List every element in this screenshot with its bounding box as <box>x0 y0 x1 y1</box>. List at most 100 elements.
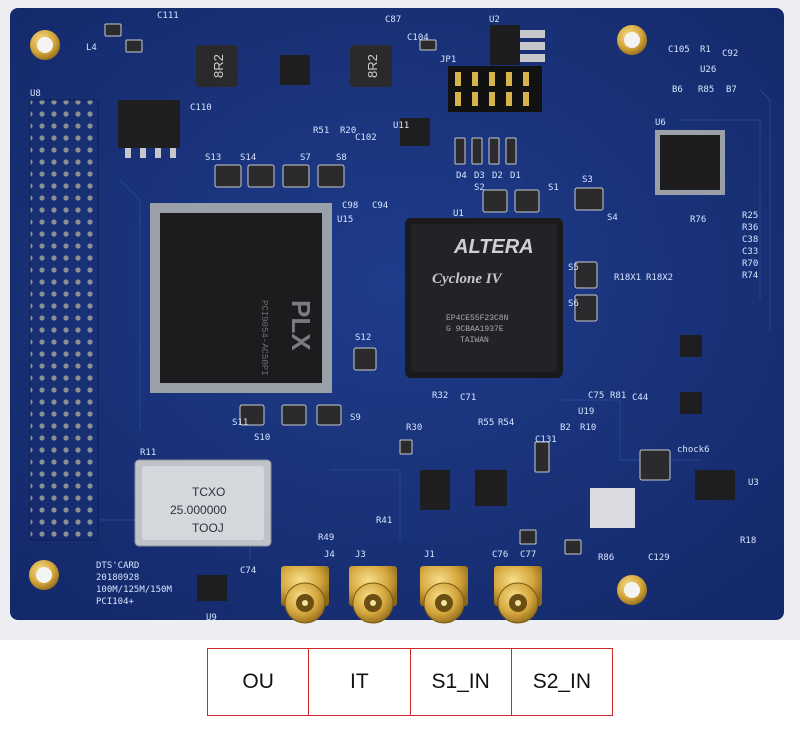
pcb-board <box>10 8 784 620</box>
mounting-hole <box>617 25 647 55</box>
svg-text:S9: S9 <box>350 413 361 423</box>
fpga-line3: TAIWAN <box>460 336 489 345</box>
svg-text:U9: U9 <box>206 613 217 623</box>
svg-text:U11: U11 <box>393 121 409 131</box>
svg-text:U3: U3 <box>748 478 759 488</box>
svg-text:DTS'CARD: DTS'CARD <box>96 561 139 571</box>
svg-text:S14: S14 <box>240 153 256 163</box>
qfn-chip <box>680 392 702 414</box>
voltage-regulator <box>490 25 545 65</box>
fpga-line2: G 9CBAA1937E <box>446 325 504 334</box>
svg-text:U1: U1 <box>453 209 464 219</box>
svg-text:R18X1: R18X1 <box>614 273 641 283</box>
label-it: IT <box>309 649 411 715</box>
u8-pin-header <box>29 99 99 541</box>
svg-text:S2: S2 <box>474 183 485 193</box>
svg-text:D1: D1 <box>510 171 521 181</box>
svg-text:C77: C77 <box>520 550 536 560</box>
svg-text:D4: D4 <box>456 171 467 181</box>
svg-text:25.000000: 25.000000 <box>170 503 227 517</box>
svg-text:L4: L4 <box>86 43 97 53</box>
svg-text:B6: B6 <box>672 85 683 95</box>
svg-text:R74: R74 <box>742 271 758 281</box>
svg-text:R10: R10 <box>580 423 596 433</box>
svg-text:R18: R18 <box>740 536 756 546</box>
svg-text:PCI104+: PCI104+ <box>96 597 135 607</box>
svg-text:C75: C75 <box>588 391 604 401</box>
soic-chip <box>197 575 227 601</box>
svg-text:R51: R51 <box>313 126 329 136</box>
svg-text:chock6: chock6 <box>677 445 710 455</box>
svg-text:R81: R81 <box>610 391 626 401</box>
svg-text:U2: U2 <box>489 15 500 25</box>
svg-text:B2: B2 <box>560 423 571 433</box>
sma-connector-s1-in <box>420 566 468 624</box>
label-s1-in: S1_IN <box>411 649 512 715</box>
svg-text:R54: R54 <box>498 418 514 428</box>
svg-text:JP1: JP1 <box>440 55 456 65</box>
svg-text:C129: C129 <box>648 553 670 563</box>
svg-text:U19: U19 <box>578 407 594 417</box>
svg-text:C94: C94 <box>372 201 388 211</box>
card-info-silkscreen: DTS'CARD 20180928 100M/125M/150M PCI104+ <box>96 561 172 607</box>
svg-text:C110: C110 <box>190 103 212 113</box>
svg-text:S11: S11 <box>232 418 248 428</box>
svg-text:C105: C105 <box>668 45 690 55</box>
svg-text:PCI9054-AC50PI: PCI9054-AC50PI <box>259 300 269 376</box>
mounting-hole <box>30 30 60 60</box>
soic-chip <box>280 55 310 85</box>
silkscreen-labels: C111 C87 C104 C102 C110 U2 JP1 U6 C105 R… <box>86 11 759 623</box>
svg-text:S10: S10 <box>254 433 270 443</box>
svg-text:100M/125M/150M: 100M/125M/150M <box>96 585 172 595</box>
fpga-part: EP4CE55F23C8N <box>446 314 509 323</box>
svg-text:C76: C76 <box>492 550 508 560</box>
svg-text:R30: R30 <box>406 423 422 433</box>
svg-text:R85: R85 <box>698 85 714 95</box>
svg-text:B7: B7 <box>726 85 737 95</box>
fpga-brand: ALTERA <box>453 236 534 258</box>
svg-text:R49: R49 <box>318 533 334 543</box>
svg-text:C92: C92 <box>722 49 738 59</box>
svg-text:C111: C111 <box>157 11 179 21</box>
svg-text:C71: C71 <box>460 393 476 403</box>
svg-text:S6: S6 <box>568 299 579 309</box>
svg-text:D2: D2 <box>492 171 503 181</box>
dip8-chip <box>118 100 180 158</box>
svg-text:S3: S3 <box>582 175 593 185</box>
svg-text:U6: U6 <box>655 118 666 128</box>
svg-text:C38: C38 <box>742 235 758 245</box>
svg-text:C131: C131 <box>535 435 557 445</box>
fpga-family: Cyclone IV <box>432 271 504 287</box>
svg-text:TCXO: TCXO <box>192 485 225 499</box>
svg-text:R86: R86 <box>598 553 614 563</box>
svg-text:S5: S5 <box>568 263 579 273</box>
svg-text:R18X2: R18X2 <box>646 273 673 283</box>
jp1-jumper-header <box>448 66 542 112</box>
mounting-hole <box>617 575 647 605</box>
soic-chip <box>400 118 430 146</box>
svg-text:R70: R70 <box>742 259 758 269</box>
svg-text:PLX: PLX <box>286 300 316 351</box>
svg-text:R32: R32 <box>432 391 448 401</box>
inductor: 8R2 <box>350 45 392 87</box>
svg-text:R41: R41 <box>376 516 392 526</box>
mounting-hole <box>29 560 59 590</box>
plx-bridge-chip: PLX PCI9054-AC50PI <box>150 203 332 393</box>
svg-text:S1: S1 <box>548 183 559 193</box>
svg-text:S8: S8 <box>336 153 347 163</box>
label-s2-in: S2_IN <box>532 670 592 693</box>
svg-text:S7: S7 <box>300 153 311 163</box>
svg-text:R25: R25 <box>742 211 758 221</box>
svg-text:J3: J3 <box>355 550 366 560</box>
oscillator: TCXO 25.000000 TOOJ <box>134 459 272 547</box>
svg-text:R55: R55 <box>478 418 494 428</box>
svg-text:S12: S12 <box>355 333 371 343</box>
svg-text:S4: S4 <box>607 213 618 223</box>
sma-connector-ou <box>281 566 329 624</box>
altera-fpga-chip: ALTERA Cyclone IV EP4CE55F23C8N G 9CBAA1… <box>405 218 563 378</box>
svg-text:S13: S13 <box>205 153 221 163</box>
label-ou: OU <box>208 649 310 715</box>
svg-text:U8: U8 <box>30 89 41 99</box>
inductor: 8R2 <box>196 45 238 87</box>
svg-text:R36: R36 <box>742 223 758 233</box>
